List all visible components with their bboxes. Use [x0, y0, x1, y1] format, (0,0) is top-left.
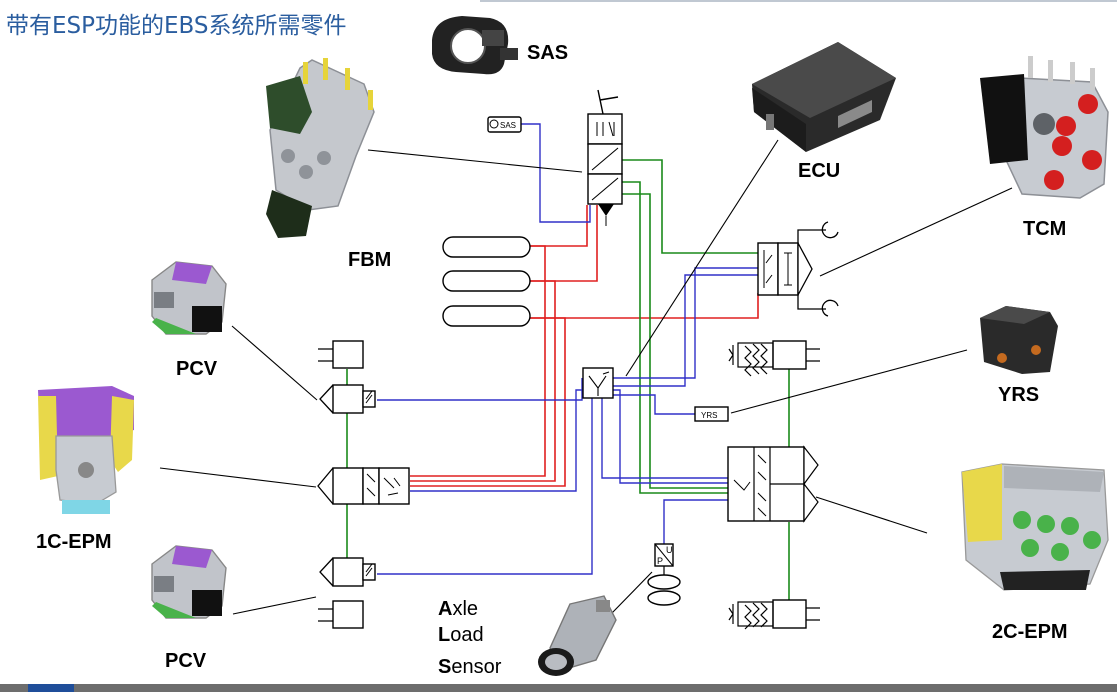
- sas-label: SAS: [527, 42, 568, 64]
- epm1-label: 1C-EPM: [36, 531, 112, 553]
- foot-brake-module-icon: [266, 58, 375, 238]
- epm2-label: 2C-EPM: [992, 621, 1068, 643]
- ecu-unit-icon: [752, 42, 896, 152]
- bottom-bar-accent: [28, 684, 74, 692]
- epm1-symbol: [317, 467, 410, 505]
- axle-label-line2: Load: [438, 624, 484, 646]
- axle-load-sensor-icon: [538, 595, 617, 676]
- yrs-label: YRS: [998, 384, 1039, 406]
- bottom-bar: [0, 684, 1117, 692]
- axle-label-line3: Sensor: [438, 656, 502, 678]
- pcv-top-label: PCV: [176, 358, 218, 380]
- yaw-rate-sensor-icon: [980, 306, 1058, 374]
- axle-label-line1: Axle: [438, 598, 478, 620]
- reservoir-2: [442, 270, 531, 292]
- fbm-label: FBM: [348, 249, 391, 271]
- fbm-valve-symbol: [587, 89, 623, 226]
- sas-sensor-symbol: SAS: [487, 116, 522, 133]
- air-reservoirs: [442, 236, 531, 327]
- pressure-control-valve-icon-top: [151, 261, 227, 335]
- page-title: 带有ESP功能的EBS系统所需零件: [6, 13, 347, 39]
- reservoir-3: [442, 305, 531, 327]
- pcv-bottom-label: PCV: [165, 650, 207, 672]
- tcm-label: TCM: [1023, 218, 1066, 240]
- central-ecu-symbol: [582, 367, 614, 399]
- trailer-control-module-icon: [980, 56, 1109, 199]
- steering-angle-sensor-icon: [432, 16, 518, 75]
- tcm-valve-symbol: [757, 221, 839, 317]
- pressure-sensor-symbol: U P: [647, 543, 681, 606]
- one-channel-epm-icon: [38, 386, 134, 514]
- sas-box-label: SAS: [500, 121, 516, 130]
- pcv-top-symbol: [318, 340, 376, 414]
- pcv-bottom-symbol: [318, 557, 376, 629]
- leader-lines: [159, 139, 1013, 615]
- pu-bottom-label: P: [657, 556, 663, 566]
- two-channel-epm-icon: [961, 463, 1109, 591]
- epm2-symbol: [727, 445, 819, 523]
- pu-top-label: U: [666, 545, 673, 555]
- ecu-label: ECU: [798, 160, 840, 182]
- blue-electric-lines: [377, 123, 760, 575]
- yrs-sensor-symbol: YRS: [694, 406, 729, 422]
- yrs-box-label: YRS: [701, 411, 717, 420]
- red-pneumatic-lines: [410, 205, 759, 487]
- pressure-control-valve-icon-bottom: [151, 545, 227, 619]
- reservoir-1: [442, 236, 531, 258]
- brake-chamber-top: [728, 340, 820, 377]
- brake-chamber-bottom: [728, 599, 820, 630]
